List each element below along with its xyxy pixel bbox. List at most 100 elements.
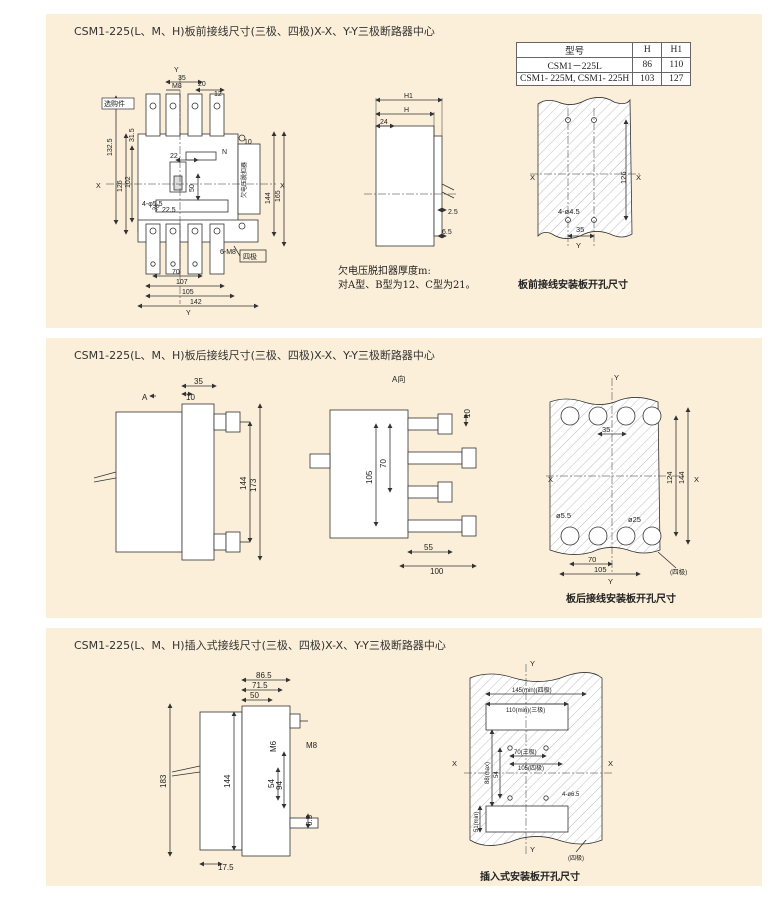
dim-label: 132.5 <box>107 138 114 156</box>
rear-connection-panel: CSM1-225(L、M、H)板后接线尺寸(三极、四极)X-X、Y-Y三极断路器… <box>46 338 762 618</box>
axis-label: Y <box>576 241 581 250</box>
dim-label: H1 <box>404 93 413 100</box>
dim-label: 50 <box>250 691 259 700</box>
front-main-view <box>106 76 287 309</box>
panel-title: CSM1-225(L、M、H)板前接线尺寸(三极、四极)X-X、Y-Y三极断路器… <box>74 25 435 38</box>
dim-label: M6 <box>269 740 278 752</box>
dim-label: 144 <box>223 774 232 788</box>
table-cell: CSM1- 225M, CSM1- 225H <box>515 72 634 86</box>
dim-label: 2.5 <box>448 209 458 216</box>
dim-label: 105 <box>365 470 374 484</box>
axis-label: Y <box>530 845 535 854</box>
dim-label: 94 <box>275 781 284 790</box>
dim-label: 4-φ5.5 <box>142 201 163 208</box>
panel-title: CSM1-225(L、M、H)板后接线尺寸(三极、四极)X-X、Y-Y三极断路器… <box>74 349 435 362</box>
dim-label: 22.5 <box>162 207 176 214</box>
note-four-pole: (四极) <box>670 567 687 576</box>
dim-label: 10 <box>186 393 195 402</box>
table-cell: 127 <box>661 72 692 86</box>
dim-label: 22 <box>170 153 178 160</box>
dim-label: 88(max) <box>485 762 491 784</box>
front-main-view-labels: 选购件 Y 35 M8 20 12 132.5 31.5 126 102 X X… <box>96 67 285 317</box>
dim-label: 6.5 <box>305 814 314 826</box>
dim-label: 10 <box>244 139 252 146</box>
axis-label: X <box>452 759 457 768</box>
plugin-panel-cutout <box>464 664 612 854</box>
dim-label: 70 <box>588 555 596 564</box>
dim-label: 110(min)(三极) <box>506 706 545 714</box>
front-cutout-caption: 板前接线安装板开孔尺寸 <box>518 280 628 291</box>
dim-label: 183 <box>159 774 168 788</box>
dim-label: M8 <box>306 741 318 750</box>
rear-panel-cutout-labels: Y X X 35 124 144 ø5.5 ø25 70 105 Y (四极) <box>548 373 699 586</box>
dim-label: 54 <box>267 779 276 788</box>
axis-label: X <box>548 475 553 484</box>
dim-label: 35 <box>194 377 203 386</box>
dim-label: 50 <box>189 184 196 192</box>
dim-label: 35 <box>178 75 186 82</box>
axis-label: Y <box>530 659 535 668</box>
axis-label: Y <box>186 310 191 317</box>
front-side-view-labels: H1 H 24 2.5 6.5 <box>380 93 458 236</box>
dim-label: 51(min) <box>474 812 480 832</box>
dim-label: ø5.5 <box>556 511 571 520</box>
table-row: CSM1- 225M, CSM1- 225H 103 127 <box>515 72 692 86</box>
rear-side-view <box>93 383 263 561</box>
undervoltage-note-line2: 对A型、B型为12、C型为21。 <box>338 280 476 291</box>
dim-label: 105 <box>594 565 607 574</box>
plugin-drawings: 86.5 71.5 50 M6 M8 183 144 54 94 6.5 17.… <box>159 659 613 872</box>
dim-label: 70 <box>379 459 388 468</box>
front-panel-cutout <box>530 97 640 246</box>
plugin-cutout-caption: 插入式安装板开孔尺寸 <box>480 872 580 883</box>
label-four-pole: 四极 <box>243 252 257 261</box>
dim-label: 142 <box>190 299 202 306</box>
dim-label: Y <box>174 67 179 74</box>
plugin-panel-cutout-labels: Y X X 145(min)(四极) 110(min)(三极) 70(三极) 1… <box>452 659 613 862</box>
plugin-side-view <box>167 677 319 867</box>
label-optional-part: 选购件 <box>104 99 125 108</box>
plugin-connection-panel: CSM1-225(L、M、H)插入式接线尺寸(三极、四极)X-X、Y-Y三极断路… <box>46 628 762 886</box>
dim-label: 144 <box>239 476 248 490</box>
a-view-title: A向 <box>392 374 405 384</box>
dim-label: 86.5 <box>256 671 272 680</box>
dim-label: 35 <box>602 425 610 434</box>
rear-cutout-caption: 板后接线安装板开孔尺寸 <box>566 594 676 605</box>
terminal-stud <box>407 447 477 469</box>
dim-label: H <box>404 107 409 114</box>
dim-label: 35 <box>576 225 584 234</box>
dim-label: 173 <box>249 478 258 492</box>
dim-label: 31.5 <box>129 128 136 142</box>
dim-label: 144 <box>265 192 272 204</box>
terminal-stud <box>407 413 453 435</box>
dim-label: 17.5 <box>218 863 234 872</box>
front-connection-panel: CSM1-225(L、M、H)板前接线尺寸(三极、四极)X-X、Y-Y三极断路器… <box>46 14 762 328</box>
dim-label: 12 <box>214 91 222 98</box>
front-drawings: 选购件 Y 35 M8 20 12 132.5 31.5 126 102 X X… <box>96 67 641 317</box>
rear-a-view <box>309 409 477 569</box>
dim-label: ø25 <box>628 515 641 524</box>
label-undervoltage: 欠电压脱扣器 <box>240 162 248 198</box>
axis-label: X <box>694 475 699 484</box>
dim-label: 6.5 <box>442 229 452 236</box>
terminal-stud <box>407 481 453 503</box>
table-row: CSM1－225L 86 110 <box>515 57 692 73</box>
note-four-pole: (四极) <box>568 854 584 862</box>
dim-label: 100 <box>430 567 444 576</box>
dim-label: 70(三极) <box>514 748 537 756</box>
front-side-view <box>364 97 456 247</box>
axis-label: X <box>636 173 641 182</box>
dim-label: 126 <box>619 171 628 184</box>
axis-label: X <box>96 183 101 190</box>
dim-label: 71.5 <box>252 681 268 690</box>
undervoltage-note-line1: 欠电压脱扣器厚度m: <box>338 266 431 277</box>
front-panel-cutout-labels: X X 126 4-ø4.5 35 Y <box>530 171 641 250</box>
dim-label: 165 <box>275 190 282 202</box>
rear-panel-cutout <box>546 378 691 577</box>
dim-label: 144 <box>677 471 686 484</box>
dim-label: 24 <box>380 119 388 126</box>
dim-label: 126 <box>117 180 124 192</box>
terminal-stud <box>407 515 477 537</box>
dim-label: 4-ø6.5 <box>562 792 580 798</box>
dim-label: 70 <box>172 269 180 276</box>
dim-label: 6-M8 <box>220 249 236 256</box>
